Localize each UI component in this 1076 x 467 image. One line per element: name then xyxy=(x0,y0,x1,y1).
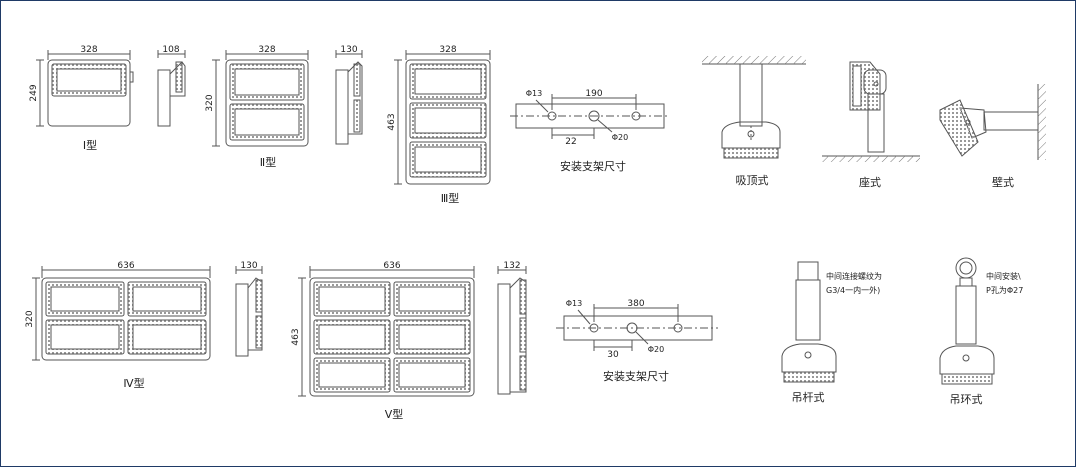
type5-side-view xyxy=(497,266,527,395)
pole-mount-drawing xyxy=(781,261,837,383)
bracket-small-drawing xyxy=(510,94,670,139)
ring-mount-note-line2: P孔为Φ27 xyxy=(986,285,1023,295)
type3-name: Ⅲ型 xyxy=(441,191,460,205)
type5-name: Ⅴ型 xyxy=(385,407,404,421)
bracket-small-title: 安装支架尺寸 xyxy=(560,159,626,173)
bracket-large-hole2: Φ20 xyxy=(648,345,664,354)
type3-height-label: 463 xyxy=(387,113,397,130)
type2-width-label: 328 xyxy=(258,45,275,55)
type2-front-view xyxy=(212,50,309,147)
seat-mount-label: 座式 xyxy=(859,175,881,189)
type2-name: Ⅱ型 xyxy=(260,155,276,169)
bracket-large-hole1: Φ13 xyxy=(566,299,582,308)
type2-depth-label: 130 xyxy=(340,45,357,55)
type1-front-view xyxy=(36,50,134,127)
ring-mount-drawing xyxy=(939,257,995,385)
type1-side-view xyxy=(157,50,186,127)
type5-width-label: 636 xyxy=(383,261,400,271)
ring-mount-label: 吊环式 xyxy=(950,393,983,406)
bracket-large-title: 安装支架尺寸 xyxy=(603,369,669,383)
type1-height-label: 249 xyxy=(29,84,39,101)
wall-mount-drawing xyxy=(939,84,1046,160)
ceiling-mount-label: 吸顶式 xyxy=(736,174,769,187)
bracket-small-span: 190 xyxy=(585,89,602,99)
type4-height-label: 320 xyxy=(25,310,35,327)
bracket-large-span: 380 xyxy=(627,299,644,309)
ring-mount-note-line1: 中间安装\ xyxy=(986,271,1021,281)
pole-mount-note-line2: G3/4一内一外) xyxy=(826,285,880,295)
seat-mount-drawing xyxy=(822,61,920,162)
bracket-small-hole1: Φ13 xyxy=(526,89,542,98)
pole-mount-label: 吊杆式 xyxy=(792,390,825,404)
type4-front-view xyxy=(32,266,211,361)
type2-side-view xyxy=(335,50,363,145)
ceiling-mount-drawing xyxy=(702,56,806,159)
type4-width-label: 636 xyxy=(117,261,134,271)
type5-height-label: 463 xyxy=(291,328,301,345)
bracket-small-offset: 22 xyxy=(565,137,576,147)
type3-width-label: 328 xyxy=(439,45,456,55)
type4-name: Ⅳ型 xyxy=(123,376,144,390)
pole-mount-note-line1: 中间连接螺纹为 xyxy=(826,271,882,281)
type3-front-view xyxy=(394,50,491,185)
type1-name: Ⅰ型 xyxy=(83,138,97,152)
type1-depth-label: 108 xyxy=(162,45,179,55)
bracket-large-drawing xyxy=(556,304,718,351)
type4-depth-label: 130 xyxy=(240,261,257,271)
wall-mount-label: 壁式 xyxy=(992,175,1014,189)
bracket-small-hole2: Φ20 xyxy=(612,133,628,142)
bracket-large-offset: 30 xyxy=(607,350,619,360)
type1-width-label: 328 xyxy=(80,45,97,55)
type4-side-view xyxy=(235,266,263,357)
type5-front-view xyxy=(298,266,475,397)
type2-height-label: 320 xyxy=(205,94,215,111)
type5-depth-label: 132 xyxy=(503,261,520,271)
